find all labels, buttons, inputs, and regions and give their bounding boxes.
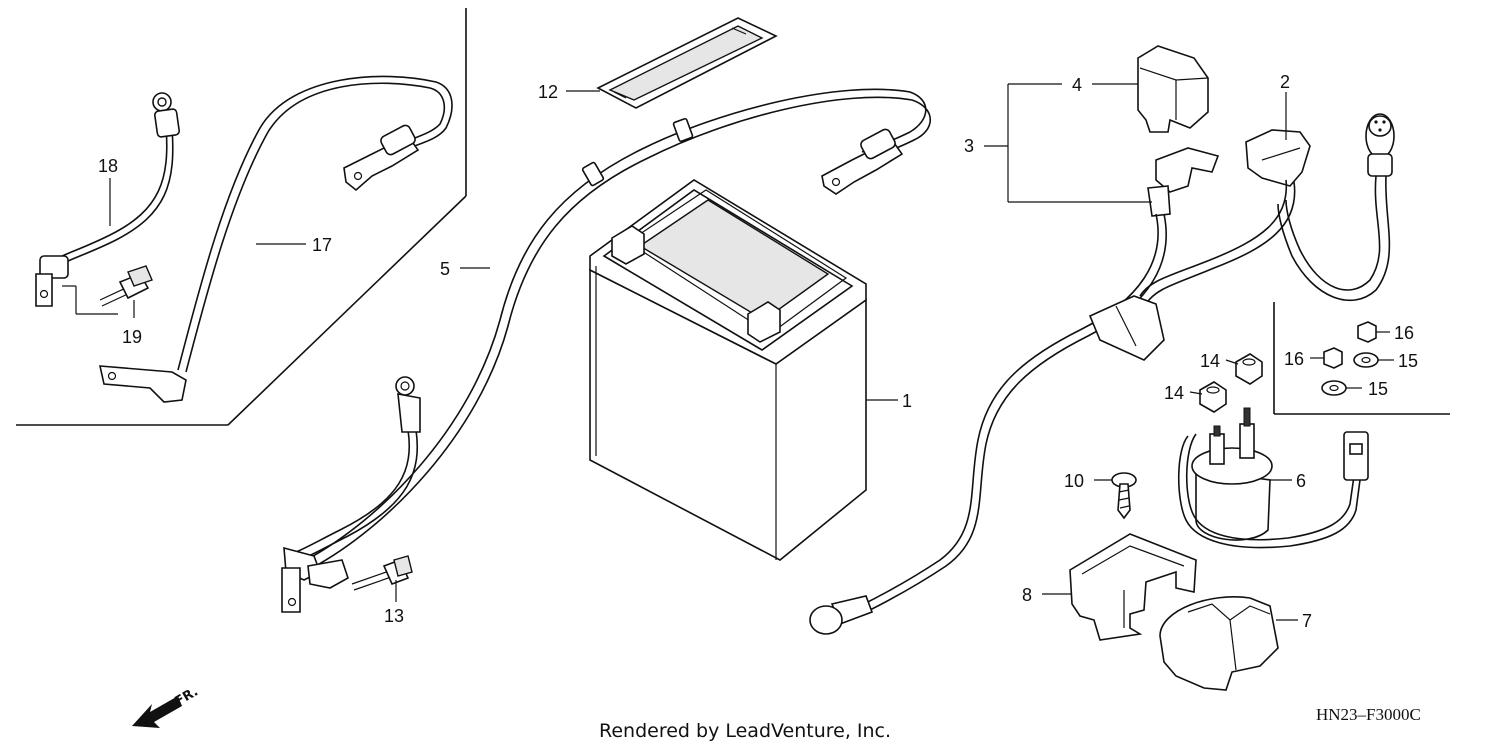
inset-frame	[16, 8, 467, 426]
callouts: 1 2 3 4 5 6 7 8 10 12 13 14 14 15 15 16 …	[98, 72, 1418, 631]
callout-5: 5	[440, 259, 450, 279]
callout-16-upper: 16	[1394, 323, 1414, 343]
relay-cover-8	[1069, 533, 1197, 641]
cable-17	[98, 75, 453, 403]
callout-15-upper: 15	[1398, 351, 1418, 371]
callout-10: 10	[1064, 471, 1084, 491]
cable-2	[1088, 113, 1395, 361]
callout-17: 17	[312, 235, 332, 255]
terminal-cap-4	[1137, 45, 1209, 133]
callout-2: 2	[1280, 72, 1290, 92]
inset-frame-right	[1273, 302, 1450, 415]
nut-14-lower	[1199, 381, 1227, 413]
callout-14-lower: 14	[1164, 383, 1184, 403]
callout-18: 18	[98, 156, 118, 176]
washer-15-lower	[1321, 380, 1347, 396]
front-direction-arrow: FR.	[132, 684, 201, 728]
screw-10	[1111, 472, 1137, 520]
nut-16-upper	[1357, 321, 1377, 343]
cable-18	[35, 92, 180, 307]
leader-lines	[62, 83, 1394, 621]
relay-holder-7	[1159, 596, 1279, 691]
callout-6: 6	[1296, 471, 1306, 491]
callout-14-upper: 14	[1200, 351, 1220, 371]
callout-15-lower: 15	[1368, 379, 1388, 399]
callout-12: 12	[538, 82, 558, 102]
washer-15-upper	[1353, 352, 1379, 368]
bolt-13	[351, 555, 413, 591]
starter-relay-6	[1177, 407, 1369, 549]
callout-7: 7	[1302, 611, 1312, 631]
nut-14-upper	[1235, 353, 1263, 385]
diagram-code: HN23–F3000C	[1316, 705, 1421, 724]
battery-strap-12	[596, 17, 778, 109]
callout-16-lower: 16	[1284, 349, 1304, 369]
cable-lower	[281, 376, 421, 613]
callout-19: 19	[122, 327, 142, 347]
callout-8: 8	[1022, 585, 1032, 605]
cable-5	[305, 88, 931, 569]
direction-label: FR.	[173, 684, 201, 709]
bolt-19	[99, 265, 153, 307]
callout-1: 1	[902, 391, 912, 411]
callout-3: 3	[964, 136, 974, 156]
cable-3	[809, 147, 1220, 635]
callout-13: 13	[384, 606, 404, 626]
battery-1	[589, 179, 867, 561]
credit-text: Rendered by LeadVenture, Inc.	[599, 720, 891, 742]
nut-16-lower	[1323, 347, 1343, 369]
callout-4: 4	[1072, 75, 1082, 95]
